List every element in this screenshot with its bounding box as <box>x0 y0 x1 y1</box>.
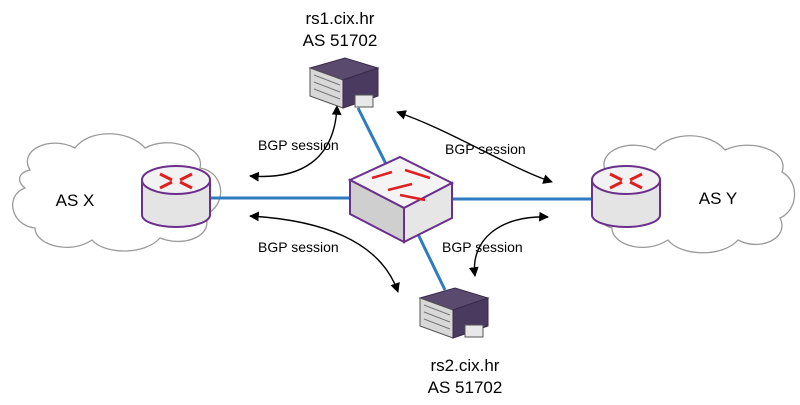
link-lines <box>205 107 592 291</box>
rs1-hostname: rs1.cix.hr <box>305 9 375 28</box>
bgp-session-label: BGP session <box>445 141 526 157</box>
bgp-session-arrows <box>249 105 553 293</box>
bgp-session-label: BGP session <box>258 239 339 255</box>
router-icon <box>591 165 661 228</box>
cloud-label-as-y: AS Y <box>698 189 738 208</box>
bgp-session-label: BGP session <box>442 239 523 255</box>
switch-icon <box>347 155 455 244</box>
router-icon <box>141 165 211 228</box>
bgp-session-label: BGP session <box>258 137 339 153</box>
server-icon <box>418 287 490 339</box>
cloud-label-as-x: AS X <box>55 191 95 210</box>
rs1-asn: AS 51702 <box>302 31 378 50</box>
rs2-asn: AS 51702 <box>427 378 503 397</box>
server-icon <box>308 57 380 109</box>
rs2-hostname: rs2.cix.hr <box>430 356 500 375</box>
